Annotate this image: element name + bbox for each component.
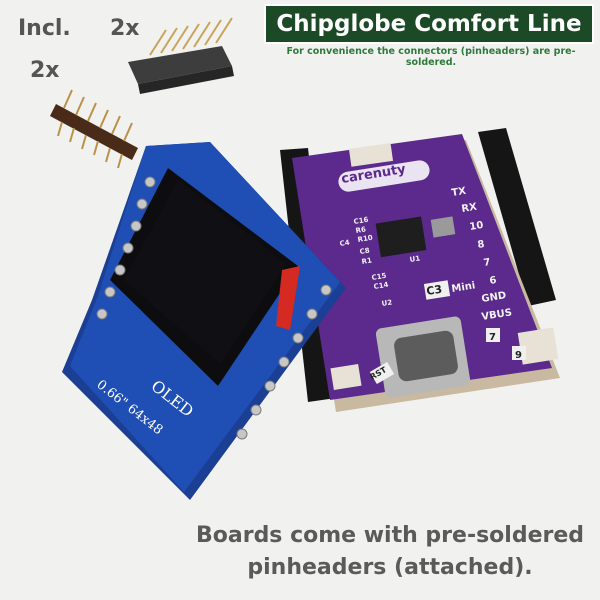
r1-label: R1 [361, 256, 373, 266]
num-7-label: 7 [489, 332, 496, 343]
c14-label: C14 [373, 281, 389, 291]
pin-gnd-label: GND [481, 290, 507, 305]
model-suffix-label: Mini [451, 280, 476, 295]
u1-label: U1 [409, 254, 421, 264]
female-pinheader [128, 17, 234, 94]
bottom-caption: Boards come with pre-soldered pinheaders… [190, 520, 590, 584]
c3-mini-board [280, 128, 560, 412]
caption-line-1: Boards come with pre-soldered [195, 523, 585, 548]
u2-label: U2 [381, 298, 393, 308]
included-label: Incl. [18, 16, 71, 41]
r6-label: R6 [355, 225, 367, 235]
c15-label: C15 [371, 272, 387, 282]
num-9-label: 9 [515, 350, 522, 361]
c8-label: C8 [359, 246, 370, 255]
r10-label: R10 [357, 234, 373, 244]
banner-title: Chipglobe Comfort Line [276, 11, 582, 37]
pin-10-label: 10 [469, 220, 485, 233]
pin-rx-label: RX [461, 202, 478, 215]
brand-banner: Chipglobe Comfort Line [264, 4, 594, 44]
c16-label: C16 [353, 216, 369, 226]
c4-label: C4 [339, 238, 350, 247]
male-pinheader [50, 89, 138, 169]
caption-line-2: pinheaders (attached). [247, 555, 533, 580]
pin-tx-label: TX [451, 186, 467, 199]
pin-8-label: 8 [477, 239, 486, 251]
model-c3-label: C3 [425, 283, 443, 298]
pin-vbus-label: VBUS [481, 307, 513, 323]
oled-board: OLED 0.66" 64x48 [62, 142, 346, 500]
pin-6-label: 6 [489, 275, 498, 287]
female-header-count: 2x [110, 16, 140, 41]
banner-subtitle: For convenience the connectors (pinheade… [286, 46, 576, 68]
male-header-count: 2x [30, 58, 60, 83]
pin-7-label: 7 [483, 257, 492, 269]
